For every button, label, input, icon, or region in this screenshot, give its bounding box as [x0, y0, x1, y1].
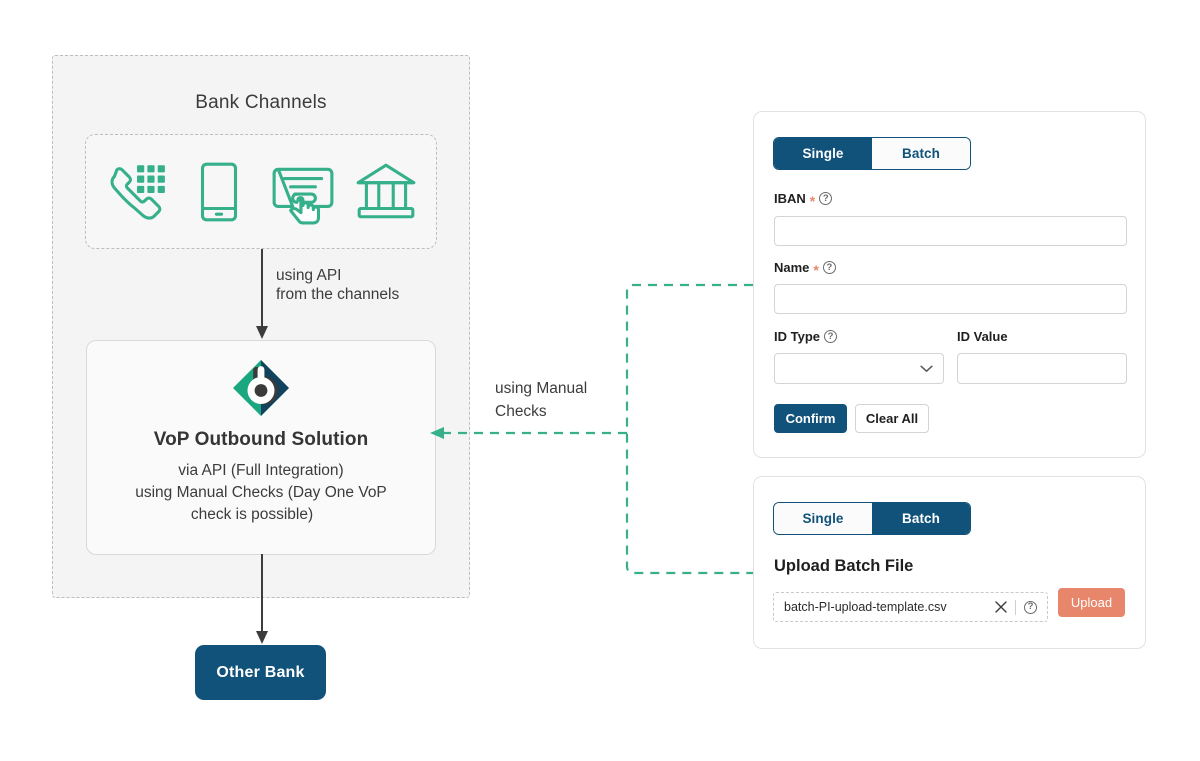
vop-bullet-1: via API (Full Integration): [178, 462, 344, 479]
phone-keypad-icon: [110, 164, 165, 220]
id-type-label-text: ID Type: [774, 329, 820, 344]
api-arrow-label-line2: from the channels: [276, 286, 400, 303]
batch-upload-panel: Single Batch Upload Batch File batch-PI-…: [753, 476, 1146, 649]
manual-checks-label-line1: using Manual: [495, 380, 588, 397]
upload-help-icon[interactable]: ?: [1024, 600, 1037, 614]
vop-bullet-item: via API (Full Integration): [101, 460, 421, 482]
manual-checks-label: using Manual Checks: [495, 377, 587, 423]
manual-checks-label-line2: Checks: [495, 403, 547, 420]
chevron-down-icon: [920, 365, 933, 372]
id-type-label: ID Type ?: [774, 329, 837, 344]
id-type-help-icon[interactable]: ?: [824, 330, 837, 343]
single-panel-tabs[interactable]: Single Batch: [774, 138, 970, 169]
close-icon[interactable]: [995, 601, 1007, 613]
iban-label: IBAN * ?: [774, 191, 833, 209]
iban-help-icon[interactable]: ?: [819, 192, 833, 205]
arrow-channels-to-vop: [256, 249, 268, 339]
iban-input[interactable]: [774, 216, 1127, 246]
manual-checks-connector: [430, 283, 753, 575]
single-check-panel: Single Batch IBAN * ? Name * ? ID Type ?…: [753, 111, 1146, 458]
name-label: Name * ?: [774, 260, 836, 278]
id-value-label-text: ID Value: [957, 329, 1008, 344]
channels-icon-row: [85, 134, 437, 249]
click-screen-icon: [272, 167, 334, 224]
iban-label-text: IBAN: [774, 191, 806, 206]
uploaded-filename: batch-PI-upload-template.csv: [784, 600, 947, 614]
mobile-phone-icon: [201, 162, 238, 221]
bank-identity-logo-icon: [233, 360, 289, 416]
vop-bullet-list: via API (Full Integration) using Manual …: [101, 460, 421, 526]
bank-channels-title: Bank Channels: [195, 92, 327, 113]
id-value-label: ID Value: [957, 329, 1008, 344]
file-chip[interactable]: batch-PI-upload-template.csv ?: [773, 592, 1048, 622]
vop-bullet-2-line2: check is possible): [190, 506, 314, 523]
vop-bullet-item: using Manual Checks (Day One VoP check i…: [101, 482, 421, 526]
batch-panel-tabs[interactable]: Single Batch: [774, 503, 970, 534]
id-type-select[interactable]: [774, 353, 944, 384]
clear-all-button[interactable]: Clear All: [855, 404, 929, 433]
iban-required-asterisk: *: [809, 192, 816, 209]
upload-batch-file-title: Upload Batch File: [774, 557, 914, 575]
name-help-icon[interactable]: ?: [822, 261, 836, 274]
tab-single[interactable]: Single: [774, 503, 872, 534]
api-arrow-label-line1: using API: [276, 267, 342, 284]
upload-button[interactable]: Upload: [1058, 588, 1125, 617]
vop-title: VoP Outbound Solution: [153, 429, 369, 450]
id-value-input[interactable]: [957, 353, 1127, 384]
tab-batch[interactable]: Batch: [872, 503, 970, 534]
api-arrow-label: using API from the channels: [276, 266, 399, 304]
name-input[interactable]: [774, 284, 1127, 314]
name-label-text: Name: [774, 260, 810, 275]
confirm-button[interactable]: Confirm: [774, 404, 847, 433]
vop-bullet-2-line1: using Manual Checks (Day One VoP: [135, 484, 387, 501]
tab-single[interactable]: Single: [774, 138, 872, 169]
tab-batch[interactable]: Batch: [872, 138, 970, 169]
vop-outbound-solution-card: VoP Outbound Solution via API (Full Inte…: [86, 340, 436, 555]
bank-building-icon: [356, 163, 416, 218]
name-required-asterisk: *: [813, 261, 819, 278]
other-bank-node: Other Bank: [195, 645, 326, 700]
divider: [1015, 599, 1016, 615]
arrow-vop-to-other-bank: [256, 554, 268, 644]
